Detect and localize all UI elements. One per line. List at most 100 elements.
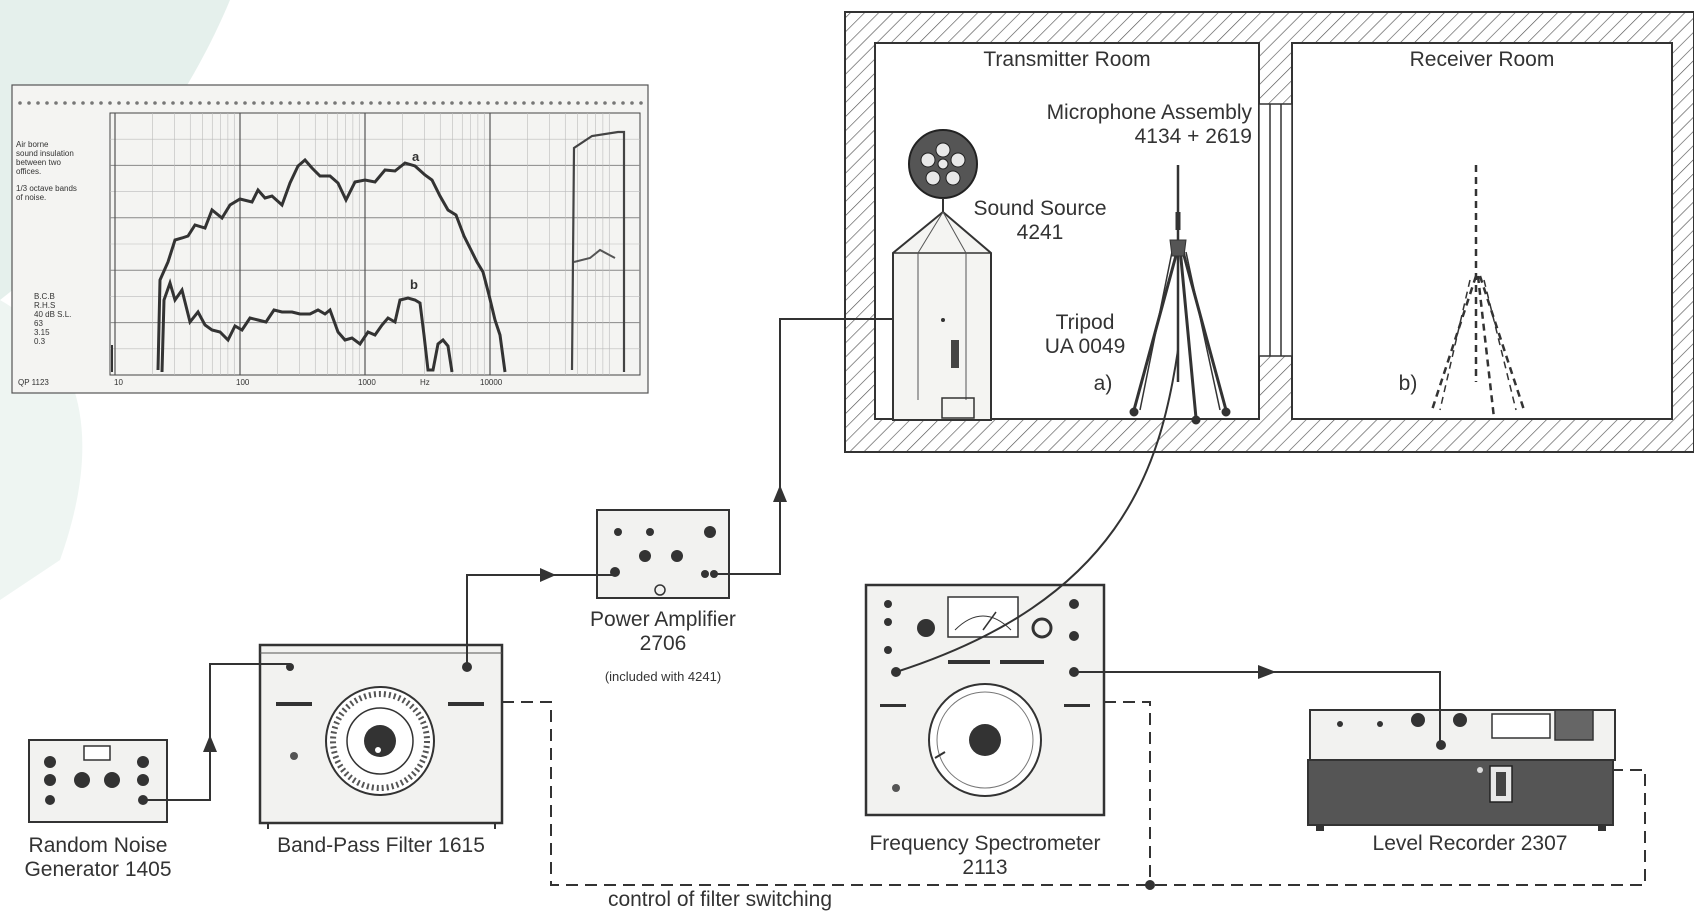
random-noise-generator-device: [28, 739, 168, 823]
chart-trace-right: [570, 130, 626, 372]
microphone-assembly-line1: Microphone Assembly: [1046, 101, 1252, 124]
chart-description-line: Air borne: [16, 140, 49, 149]
chart-x-unit: Hz: [420, 378, 430, 387]
band-pass-filter-label: Band-Pass Filter 1615: [277, 834, 485, 857]
partition-window: [1258, 103, 1293, 357]
chart-perforation: [450, 101, 454, 105]
tripod-b-dashed: [1430, 165, 1526, 419]
chart-perforation: [342, 101, 346, 105]
signal-arrowheads: [203, 485, 1276, 752]
receiver-room-label: Receiver Room: [1409, 48, 1555, 71]
chart-perforation: [270, 101, 274, 105]
random-noise-line1: Random Noise: [28, 834, 168, 857]
chart-perforation: [135, 101, 139, 105]
chart-perforation: [432, 101, 436, 105]
chart-description-line: sound insulation: [16, 149, 74, 158]
chart-perforation: [216, 101, 220, 105]
random-noise-line2: Generator 1405: [24, 858, 172, 881]
chart-perforation: [27, 101, 31, 105]
chart-curve-a: [156, 157, 507, 373]
chart-curve-b: [160, 278, 454, 373]
chart-perforation: [198, 101, 202, 105]
chart-perforation: [63, 101, 67, 105]
chart-perforation: [639, 101, 643, 105]
chart-settings-line: 63: [34, 319, 43, 328]
chart-settings-line: 3.15: [34, 328, 50, 337]
chart-number: QP 1123: [18, 378, 49, 387]
chart-perforation: [441, 101, 445, 105]
chart-perforation: [288, 101, 292, 105]
chart-perforation: [171, 101, 175, 105]
chart-perforation: [117, 101, 121, 105]
chart-perforation: [81, 101, 85, 105]
chart-perforation: [630, 101, 634, 105]
chart-x-tick-10: 10: [114, 378, 123, 387]
chart-perforation: [540, 101, 544, 105]
chart-perforation: [297, 101, 301, 105]
tripod-line2: UA 0049: [1044, 335, 1126, 358]
power-amplifier-line2: 2706: [639, 632, 687, 655]
chart-perforation: [378, 101, 382, 105]
position-a-label: a): [1093, 372, 1113, 395]
power-amplifier-device: [596, 509, 730, 599]
chart-perforation: [513, 101, 517, 105]
chart-perforation: [252, 101, 256, 105]
chart-description-line: 1/3 octave bands: [16, 184, 77, 193]
sound-source-speaker: [892, 129, 992, 421]
chart-perforation: [54, 101, 58, 105]
chart-perforation: [594, 101, 598, 105]
level-recorder-label: Level Recorder 2307: [1372, 832, 1568, 855]
chart-x-tick-1000: 1000: [358, 378, 376, 387]
filter-switching-control-label: control of filter switching: [607, 888, 833, 911]
chart-perforation: [423, 101, 427, 105]
chart-perforation: [108, 101, 112, 105]
signal-connections: [143, 318, 1441, 801]
tripod-label: Tripod UA 0049: [1020, 311, 1150, 359]
chart-perforation: [567, 101, 571, 105]
chart-grid: [110, 113, 640, 375]
frequency-spectrometer-line1: Frequency Spectrometer: [869, 832, 1101, 855]
chart-perforation: [207, 101, 211, 105]
chart-perforation: [486, 101, 490, 105]
microphone-assembly-label: Microphone Assembly 4134 + 2619: [980, 101, 1252, 149]
chart-perforation: [162, 101, 166, 105]
chart-perforation: [333, 101, 337, 105]
chart-description-line: between two: [16, 158, 61, 167]
chart-perforation: [144, 101, 148, 105]
chart-perforation: [459, 101, 463, 105]
chart-x-tick-10000: 10000: [480, 378, 503, 387]
transmitter-room-label: Transmitter Room: [983, 48, 1151, 71]
frequency-spectrometer-line2: 2113: [962, 856, 1008, 879]
recording-chart: [11, 84, 649, 394]
random-noise-generator-label: Random Noise Generator 1405: [0, 834, 196, 882]
chart-perforation: [621, 101, 625, 105]
chart-perforation: [315, 101, 319, 105]
sound-source-label: Sound Source 4241: [955, 197, 1125, 245]
chart-perforation: [531, 101, 535, 105]
chart-curve-label-a: a: [412, 149, 420, 164]
sound-source-line2: 4241: [1016, 221, 1064, 244]
chart-perforation: [468, 101, 472, 105]
chart-settings-line: 0.3: [34, 337, 46, 346]
chart-header-perforations: [18, 101, 643, 105]
chart-description-line: [16, 176, 101, 184]
chart-perforation: [603, 101, 607, 105]
chart-perforation: [558, 101, 562, 105]
chart-settings-text: B.C.B R.H.S 40 dB S.L. 63 3.15 0.3: [34, 292, 104, 346]
chart-settings-line: R.H.S: [34, 301, 56, 310]
chart-perforation: [36, 101, 40, 105]
receiver-room-interior: [1291, 42, 1673, 420]
frequency-spectrometer-device: [864, 583, 1106, 817]
chart-perforation: [369, 101, 373, 105]
chart-perforation: [243, 101, 247, 105]
chart-perforation: [396, 101, 400, 105]
position-b-label: b): [1398, 372, 1418, 395]
sound-source-line1: Sound Source: [973, 197, 1107, 220]
chart-description-text: Air borne sound insulation between two o…: [16, 140, 101, 202]
frequency-spectrometer-label: Frequency Spectrometer 2113: [835, 832, 1135, 880]
level-recorder-device: [1307, 709, 1616, 831]
chart-x-tick-100: 100: [236, 378, 250, 387]
chart-perforation: [477, 101, 481, 105]
chart-perforation: [522, 101, 526, 105]
